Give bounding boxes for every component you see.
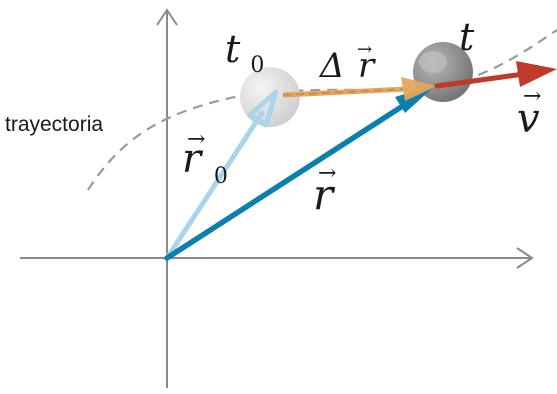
velocity-vector bbox=[434, 61, 557, 89]
displacement-symbol: r bbox=[358, 46, 376, 86]
x-axis-arrowhead bbox=[516, 247, 534, 269]
initial-position-vector bbox=[164, 89, 279, 261]
position-vector bbox=[164, 84, 437, 261]
displacement-prefix: Δ bbox=[318, 46, 345, 86]
position-arrowhead bbox=[395, 84, 437, 113]
displacement-vector bbox=[282, 77, 437, 101]
initial-time-label: t 0 bbox=[225, 27, 264, 78]
initial-position-arrowhead bbox=[247, 89, 279, 128]
displacement-arrow-mark: → bbox=[357, 39, 372, 60]
position-symbol: r bbox=[313, 170, 336, 219]
coordinate-axes bbox=[20, 8, 534, 388]
trajectory-curve bbox=[87, 29, 557, 191]
velocity-arrow-mark: → bbox=[523, 84, 541, 109]
initial-position-arrow-mark: → bbox=[187, 127, 205, 152]
velocity-symbol: v bbox=[517, 96, 540, 142]
velocity-arrowhead bbox=[516, 61, 557, 87]
y-axis-arrowhead bbox=[156, 8, 178, 26]
position-arrow-mark: → bbox=[318, 161, 336, 186]
final-time-label: t bbox=[459, 15, 475, 59]
particle-final-highlight bbox=[419, 51, 447, 73]
displacement-arrowhead bbox=[401, 77, 437, 101]
trajectory-label: trayectoria bbox=[5, 113, 103, 136]
initial-position-symbol: r 0 bbox=[182, 136, 228, 189]
